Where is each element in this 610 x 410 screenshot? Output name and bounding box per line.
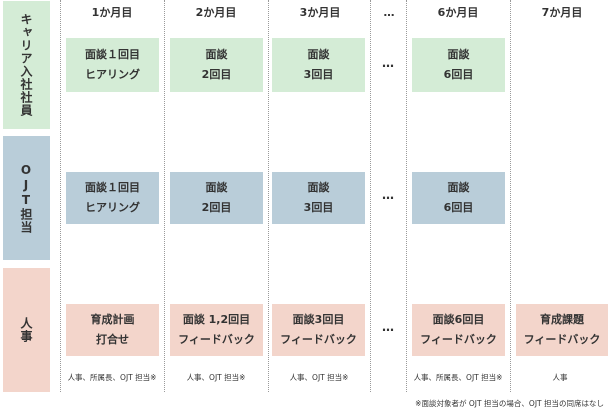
- box-line1: 面談 1,2回目: [182, 313, 251, 326]
- box-line1: 面談: [307, 48, 330, 61]
- row-label-hr: 人事: [3, 268, 50, 392]
- column-separator: [510, 0, 511, 392]
- box-line1: 育成課題: [540, 313, 584, 326]
- meeting-box: 面談１回目 ヒアリング: [66, 38, 159, 92]
- box-line1: 面談3回目: [292, 313, 345, 326]
- box-line1: 育成計画: [90, 313, 135, 326]
- box-line2: フィードバック: [420, 333, 497, 346]
- column-separator: [406, 0, 407, 392]
- meeting-box: 面談6回目 フィードバック: [412, 304, 505, 356]
- header-month-3: 3か月目: [299, 6, 341, 19]
- header-month-1: 1か月目: [91, 6, 133, 19]
- box-line1: 面談１回目: [85, 48, 140, 61]
- box-line1: 面談: [447, 48, 470, 61]
- header-month-7: 7か月目: [541, 6, 583, 19]
- header-ellipsis: …: [383, 5, 395, 19]
- box-line1: 面談: [447, 181, 470, 194]
- row-label-ojt: OJT担当: [3, 136, 50, 260]
- box-line2: フィードバック: [523, 333, 601, 346]
- attendee-note: 人事、所属長、OJT 担当※: [67, 373, 157, 382]
- box-line2: フィードバック: [178, 333, 255, 346]
- box-line2: 3回目: [303, 68, 334, 81]
- box-line2: フィードバック: [280, 333, 357, 346]
- box-line1: 面談: [205, 48, 228, 61]
- attendee-note: 人事、OJT 担当※: [186, 373, 246, 382]
- box-line2: 2回目: [201, 68, 232, 81]
- meeting-box: 面談 3回目: [272, 172, 365, 224]
- meeting-box: 面談 6回目: [412, 172, 505, 224]
- box-line2: 打合せ: [96, 333, 129, 346]
- box-line2: 2回目: [201, 201, 232, 214]
- column-separator: [268, 0, 269, 392]
- box-line2: 6回目: [443, 201, 474, 214]
- meeting-box: 面談3回目 フィードバック: [272, 304, 365, 356]
- box-line1: 面談6回目: [432, 313, 485, 326]
- header-month-2: 2か月目: [195, 6, 237, 19]
- column-separator: [164, 0, 165, 392]
- row-label-career-hire: キャリア入社社員: [3, 1, 50, 129]
- meeting-box: 面談 2回目: [170, 38, 263, 92]
- meeting-box: 面談１回目 ヒアリング: [66, 172, 159, 224]
- ellipsis: …: [382, 320, 394, 334]
- box-line2: ヒアリング: [85, 201, 140, 214]
- column-separator: [370, 0, 371, 392]
- ellipsis: …: [382, 56, 394, 70]
- box-line1: 面談: [307, 181, 330, 194]
- header-month-6: 6か月目: [437, 6, 479, 19]
- meeting-box: 面談 2回目: [170, 172, 263, 224]
- column-separator: [60, 0, 61, 392]
- attendee-note: 人事、所属長、OJT 担当※: [413, 373, 503, 382]
- box-line2: 6回目: [443, 68, 474, 81]
- attendee-note: 人事: [552, 373, 568, 382]
- box-line1: 面談１回目: [85, 181, 140, 194]
- footnote: ※面談対象者が OJT 担当の場合、OJT 担当の同席はなし: [415, 399, 604, 408]
- meeting-box: 面談 1,2回目 フィードバック: [170, 304, 263, 356]
- attendee-note: 人事、OJT 担当※: [289, 373, 349, 382]
- box-line1: 面談: [205, 181, 228, 194]
- ellipsis: …: [382, 188, 394, 202]
- box-line2: ヒアリング: [85, 68, 140, 81]
- meeting-box: 面談 6回目: [412, 38, 505, 92]
- meeting-box: 育成計画 打合せ: [66, 304, 159, 356]
- meeting-box: 育成課題 フィードバック: [516, 304, 608, 356]
- meeting-box: 面談 3回目: [272, 38, 365, 92]
- box-line2: 3回目: [303, 201, 334, 214]
